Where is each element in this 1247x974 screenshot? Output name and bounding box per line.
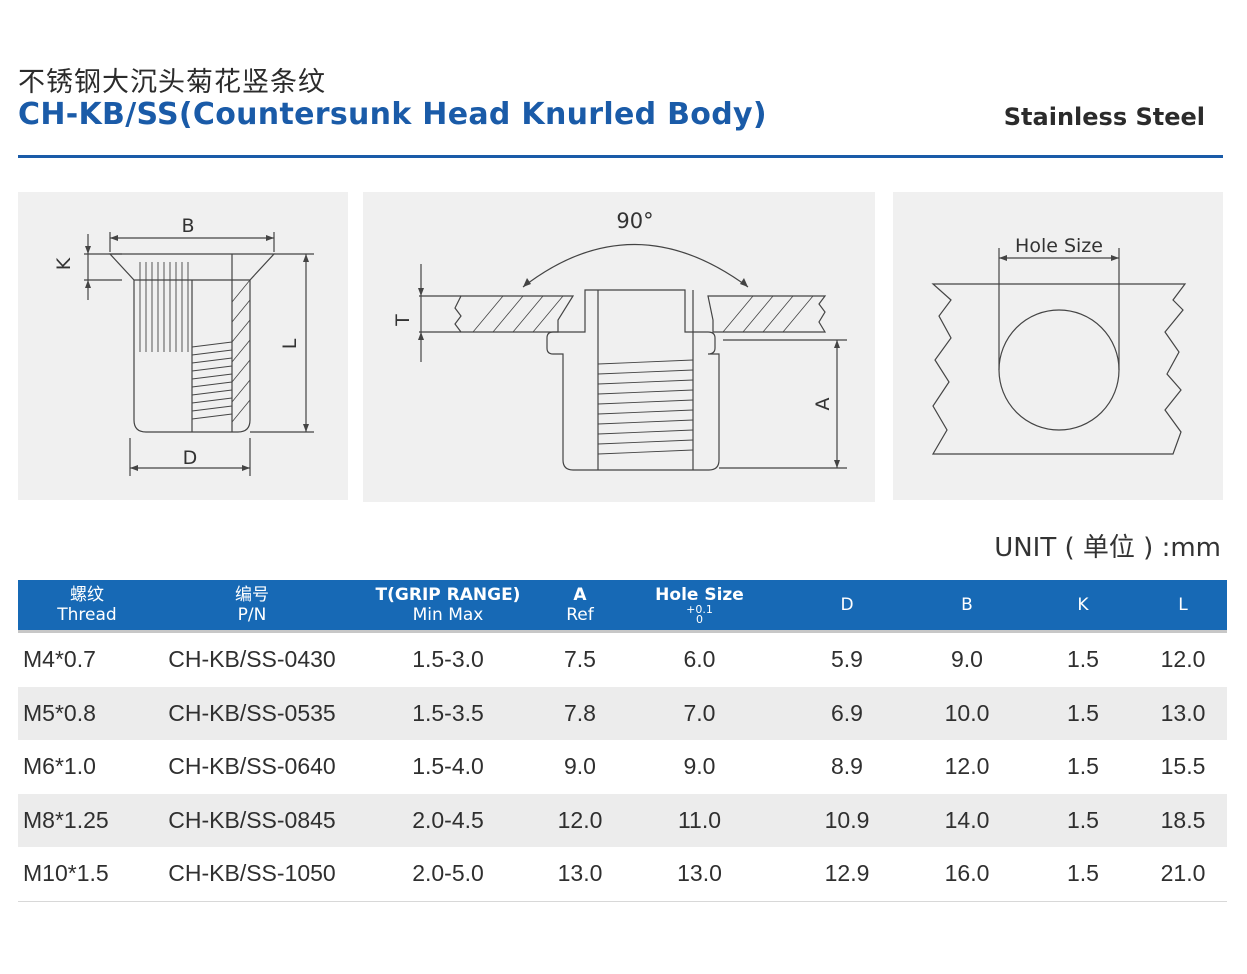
header-b: B <box>907 580 1027 633</box>
table-row: M4*0.7 CH-KB/SS-0430 1.5-3.0 7.5 6.0 5.9… <box>18 632 1227 687</box>
installation-section-drawing: 90° T A <box>363 192 875 502</box>
cell-b: 14.0 <box>907 793 1027 847</box>
cell-d: 10.9 <box>787 793 907 847</box>
cell-thread: M8*1.25 <box>18 793 156 847</box>
cell-a: 13.0 <box>548 847 612 902</box>
cell-grip-range: 1.5-3.5 <box>348 686 548 740</box>
cell-thread: M5*0.8 <box>18 686 156 740</box>
table-row: M10*1.5 CH-KB/SS-1050 2.0-5.0 13.0 13.0 … <box>18 847 1227 902</box>
cell-a: 7.5 <box>564 646 596 673</box>
header-k: K <box>1027 580 1139 633</box>
cell-a: 9.0 <box>564 753 596 780</box>
header-l: L <box>1139 580 1227 633</box>
cell-grip-range: 1.5-3.0 <box>412 646 484 673</box>
hole-size-drawing: Hole Size <box>893 192 1223 500</box>
cell-l: 15.5 <box>1160 753 1206 780</box>
cell-b: 10.0 <box>907 686 1027 740</box>
cell-l: 13.0 <box>1139 686 1227 740</box>
rivet-nut-drawing: B K L D <box>18 192 348 500</box>
dimension-d-label: D <box>183 447 198 469</box>
cell-thread: M4*0.7 <box>23 646 96 673</box>
cell-hole-size: 9.0 <box>683 753 716 780</box>
hole-size-label: Hole Size <box>1015 235 1103 257</box>
cell-grip-range: 2.0-4.5 <box>348 793 548 847</box>
cell-pn: CH-KB/SS-0640 <box>168 753 336 780</box>
cell-pn: CH-KB/SS-0535 <box>156 686 348 740</box>
grip-range-t-label: T <box>392 314 414 327</box>
cell-a: 7.8 <box>548 686 612 740</box>
cell-thread: M6*1.0 <box>23 753 96 780</box>
unit-label: UNIT ( 单位 ) :mm <box>994 533 1221 563</box>
product-title: CH-KB/SS(Countersunk Head Knurled Body) <box>18 97 767 132</box>
cell-l: 21.0 <box>1139 847 1227 902</box>
cell-pn: CH-KB/SS-0845 <box>156 793 348 847</box>
cell-grip-range: 2.0-5.0 <box>348 847 548 902</box>
cell-k: 1.5 <box>1027 686 1139 740</box>
cell-hole-size: 11.0 <box>612 793 787 847</box>
countersink-angle-label: 90° <box>616 209 653 233</box>
material-label: Stainless Steel <box>1003 103 1205 131</box>
cell-d: 5.9 <box>831 646 863 673</box>
cell-thread: M10*1.5 <box>18 847 156 902</box>
cell-l: 12.0 <box>1160 646 1206 673</box>
header-grip-range: T(GRIP RANGE)Min Max <box>348 580 548 633</box>
cell-b: 12.0 <box>944 753 990 780</box>
cell-d: 12.9 <box>787 847 907 902</box>
cell-k: 1.5 <box>1067 646 1099 673</box>
cell-b: 16.0 <box>907 847 1027 902</box>
header-d: D <box>787 580 907 633</box>
cell-b: 9.0 <box>951 646 983 673</box>
hole-size-svg: Hole Size <box>931 235 1187 455</box>
cell-d: 8.9 <box>831 753 863 780</box>
cell-hole-size: 13.0 <box>612 847 787 902</box>
dimension-a-label: A <box>812 398 834 411</box>
table-row: M6*1.0 CH-KB/SS-0640 1.5-4.0 9.0 9.0 8.9… <box>18 740 1227 794</box>
cell-hole-size: 7.0 <box>612 686 787 740</box>
title-chinese: 不锈钢大沉头菊花竖条纹 <box>18 67 326 98</box>
table-row: M5*0.8 CH-KB/SS-0535 1.5-3.5 7.8 7.0 6.9… <box>18 686 1227 740</box>
cell-pn: CH-KB/SS-0430 <box>168 646 336 673</box>
cell-pn: CH-KB/SS-1050 <box>156 847 348 902</box>
dimension-l-label: L <box>279 338 301 349</box>
cell-grip-range: 1.5-4.0 <box>412 753 484 780</box>
dimension-b-label: B <box>181 215 194 237</box>
table-row: M8*1.25 CH-KB/SS-0845 2.0-4.5 12.0 11.0 … <box>18 793 1227 847</box>
cell-k: 1.5 <box>1027 793 1139 847</box>
cell-d: 6.9 <box>787 686 907 740</box>
title-divider <box>18 155 1223 158</box>
cell-l: 18.5 <box>1139 793 1227 847</box>
cell-k: 1.5 <box>1067 753 1099 780</box>
rivet-nut-svg: B K L D <box>53 215 314 476</box>
installation-section-svg: 90° T A <box>392 209 847 471</box>
cell-k: 1.5 <box>1027 847 1139 902</box>
cell-hole-size: 6.0 <box>683 646 716 673</box>
cell-a: 12.0 <box>548 793 612 847</box>
dimension-k-label: K <box>53 257 75 270</box>
